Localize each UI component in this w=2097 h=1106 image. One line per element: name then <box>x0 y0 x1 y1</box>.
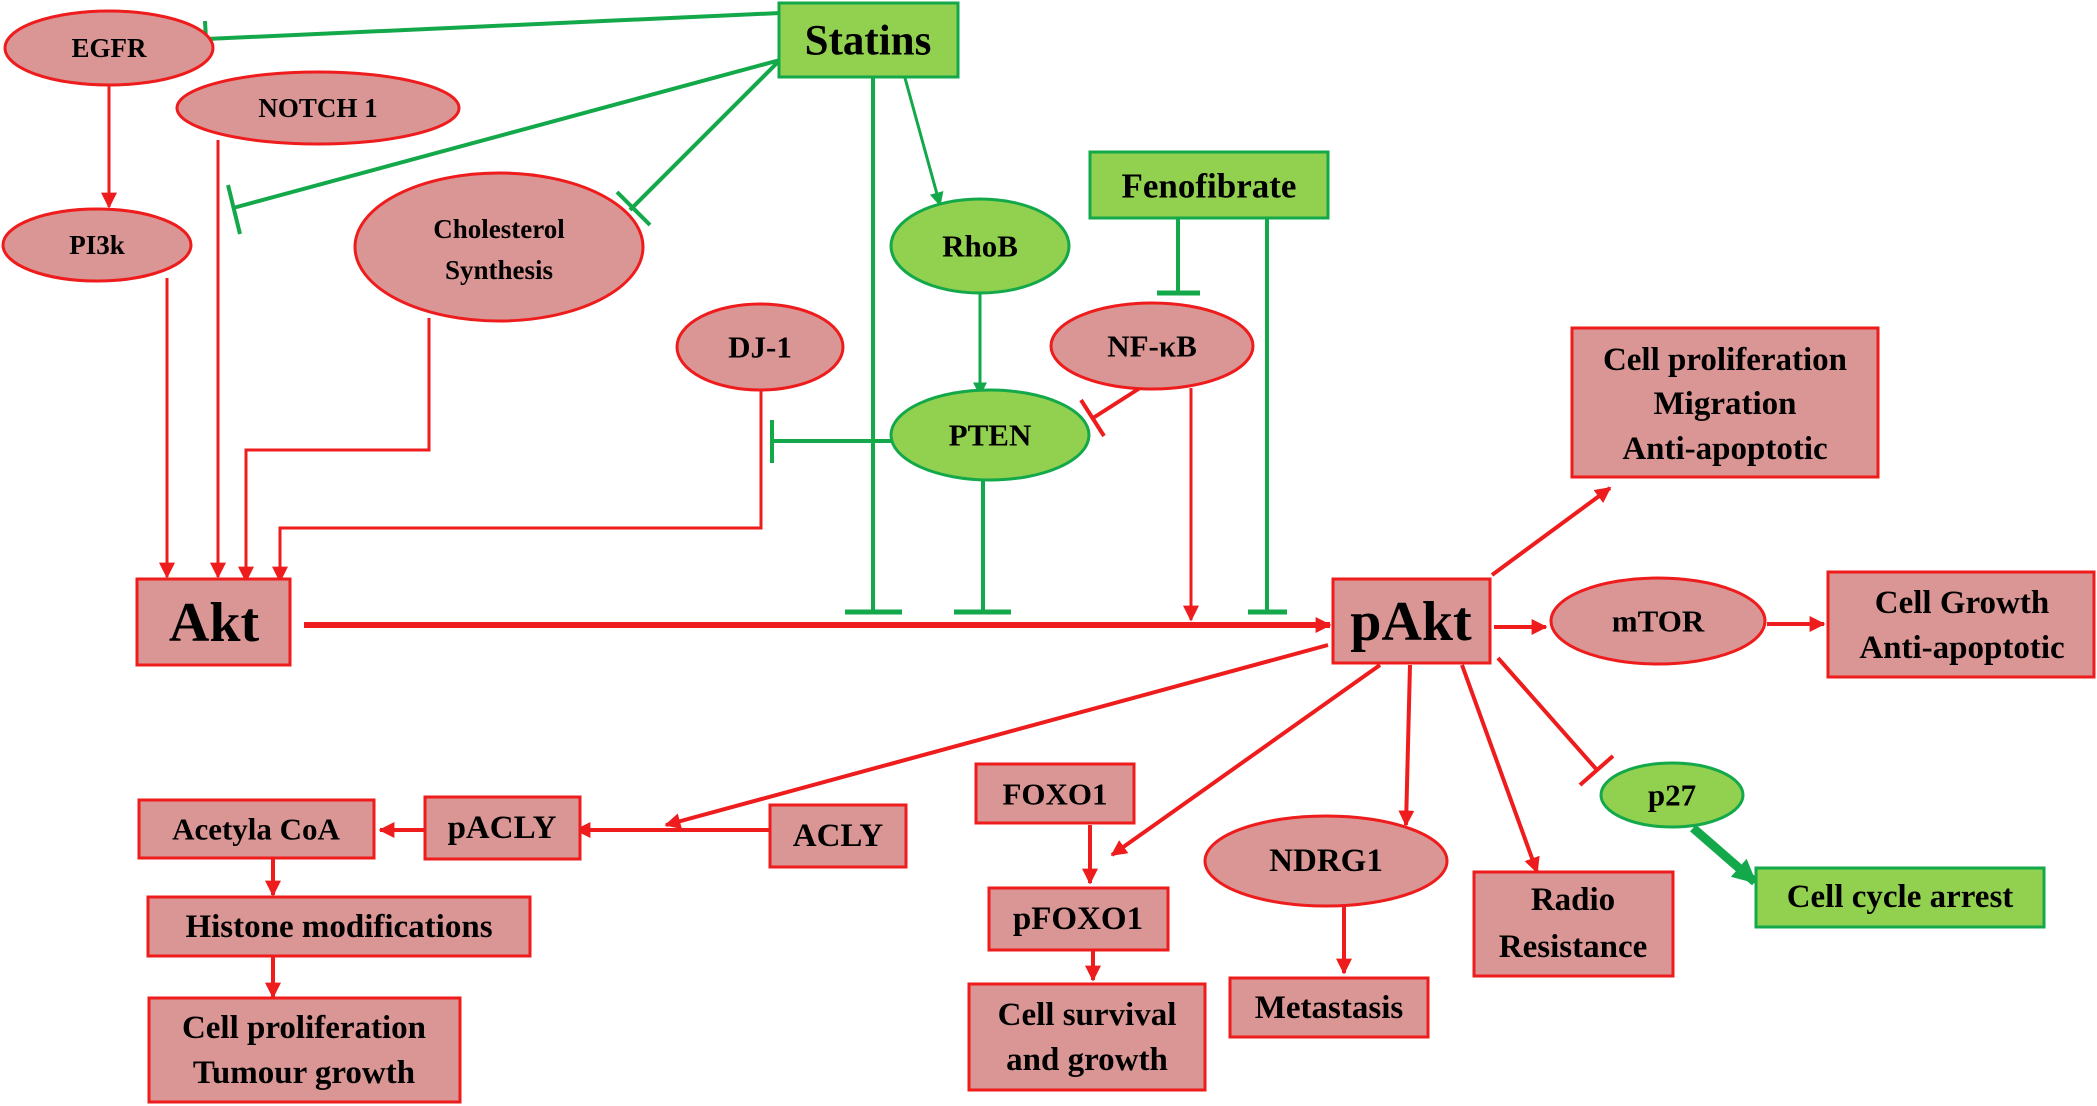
akt-label: Akt <box>169 592 260 654</box>
cell-survival-node: Cell survival and growth <box>967 982 1207 1092</box>
nfkb-inhibits-pten <box>1079 386 1142 438</box>
acly-label: ACLY <box>793 818 884 854</box>
cholesterol-label-line1: Cholesterol <box>433 214 565 244</box>
pten-node: PTEN <box>889 388 1091 482</box>
dj1-activates-akt <box>272 390 763 583</box>
cell-growth-node: Cell Growth Anti-apoptotic <box>1826 570 2096 679</box>
radio-resistance-label-line2: Resistance <box>1499 929 1647 965</box>
dj1-label: DJ-1 <box>728 330 792 365</box>
p27-label: p27 <box>1648 778 1696 813</box>
statins-inhibits-notch1 <box>226 58 781 235</box>
mtor-node: mTOR <box>1549 576 1767 666</box>
pakt-to-cell-proliferation <box>1490 486 1612 577</box>
cell-proliferation-tumour-label-line1: Cell proliferation <box>182 1010 426 1046</box>
metastasis-node: Metastasis <box>1228 976 1430 1039</box>
pi3k-node: PI3k <box>1 207 193 283</box>
cell-cycle-arrest-label: Cell cycle arrest <box>1787 879 2014 915</box>
cholesterol-activates-akt <box>238 318 431 583</box>
fenofibrate-node: Fenofibrate <box>1088 150 1330 220</box>
radio-resistance-node: Radio Resistance <box>1472 870 1675 978</box>
pakt-node: pAkt <box>1331 577 1492 665</box>
p27-node: p27 <box>1599 761 1745 829</box>
pten-label: PTEN <box>949 418 1032 453</box>
pi3k-label: PI3k <box>69 230 125 260</box>
cell-growth-label-line1: Cell Growth <box>1875 585 2049 621</box>
pfoxo1-node: pFOXO1 <box>987 886 1170 952</box>
cell-proliferation-tumour-label-line2: Tumour growth <box>193 1055 415 1091</box>
pakt-to-pfoxo1 <box>1110 663 1382 857</box>
nfkb-label: NF-κB <box>1107 329 1197 364</box>
ndrg1-node: NDRG1 <box>1203 814 1449 908</box>
histone-modifications-node: Histone modifications <box>146 895 532 958</box>
fenofibrate-label: Fenofibrate <box>1122 167 1297 206</box>
edges <box>101 11 1826 999</box>
cell-growth-label-line2: Anti-apoptotic <box>1859 630 2064 666</box>
cell-survival-label-line1: Cell survival <box>998 997 1177 1033</box>
statins-inhibits-cholesterol <box>615 55 785 227</box>
statins-inhibits-pakt-path <box>845 78 902 615</box>
cholesterol-label-line2: Synthesis <box>445 255 553 285</box>
acly-node: ACLY <box>768 803 908 869</box>
statins-node: Statins <box>777 1 960 79</box>
dj1-node: DJ-1 <box>675 302 845 392</box>
egfr-label: EGFR <box>71 33 147 63</box>
pten-inhibits-pakt-path <box>954 480 1011 615</box>
mtor-label: mTOR <box>1612 604 1705 639</box>
cell-proliferation-label-line2: Migration <box>1654 386 1797 422</box>
pakt-inhibits-p27 <box>1496 656 1615 787</box>
metastasis-label: Metastasis <box>1255 990 1404 1026</box>
rhob-node: RhoB <box>889 197 1071 295</box>
cholesterol-synthesis-node: Cholesterol Synthesis <box>353 171 645 323</box>
fenofibrate-inhibits-nfkb <box>1157 218 1200 296</box>
foxo1-label: FOXO1 <box>1002 777 1107 812</box>
notch1-node: NOTCH 1 <box>175 70 461 146</box>
pacly-node: pACLY <box>423 795 582 861</box>
pakt-label: pAkt <box>1350 591 1472 653</box>
histone-modifications-label: Histone modifications <box>185 909 492 945</box>
acetyl-coa-node: Acetyla CoA <box>137 798 376 860</box>
cell-proliferation-label-line1: Cell proliferation <box>1603 342 1847 378</box>
p27-to-cell-cycle-arrest <box>1690 824 1758 886</box>
fenofibrate-inhibits-pakt-path <box>1248 218 1287 615</box>
ndrg1-label: NDRG1 <box>1269 843 1383 879</box>
pakt-to-ndrg1 <box>1398 664 1415 827</box>
radio-resistance-label-line1: Radio <box>1531 882 1615 918</box>
pakt-to-pacly <box>664 643 1329 829</box>
cell-proliferation-tumour-node: Cell proliferation Tumour growth <box>147 996 462 1104</box>
cell-cycle-arrest-node: Cell cycle arrest <box>1754 866 2046 929</box>
cell-survival-label-line2: and growth <box>1006 1042 1168 1078</box>
pakt-to-radio-resistance <box>1460 664 1540 874</box>
statins-activates-rhob <box>903 77 944 207</box>
notch1-label: NOTCH 1 <box>258 93 377 123</box>
foxo1-node: FOXO1 <box>974 762 1136 825</box>
pfoxo1-label: pFOXO1 <box>1013 901 1143 937</box>
cell-proliferation-migration-node: Cell proliferation Migration Anti-apopto… <box>1570 326 1880 479</box>
statins-inhibits-egfr <box>203 11 781 60</box>
acetyl-coa-label: Acetyla CoA <box>172 812 340 847</box>
akt-node: Akt <box>135 577 292 667</box>
cell-proliferation-label-line3: Anti-apoptotic <box>1622 431 1827 467</box>
nfkb-node: NF-κB <box>1049 301 1255 391</box>
rhob-label: RhoB <box>942 229 1018 264</box>
pten-inhibits-dj1 <box>770 420 892 463</box>
statins-label: Statins <box>805 18 932 65</box>
pacly-label: pACLY <box>448 810 557 846</box>
egfr-node: EGFR <box>3 9 215 87</box>
